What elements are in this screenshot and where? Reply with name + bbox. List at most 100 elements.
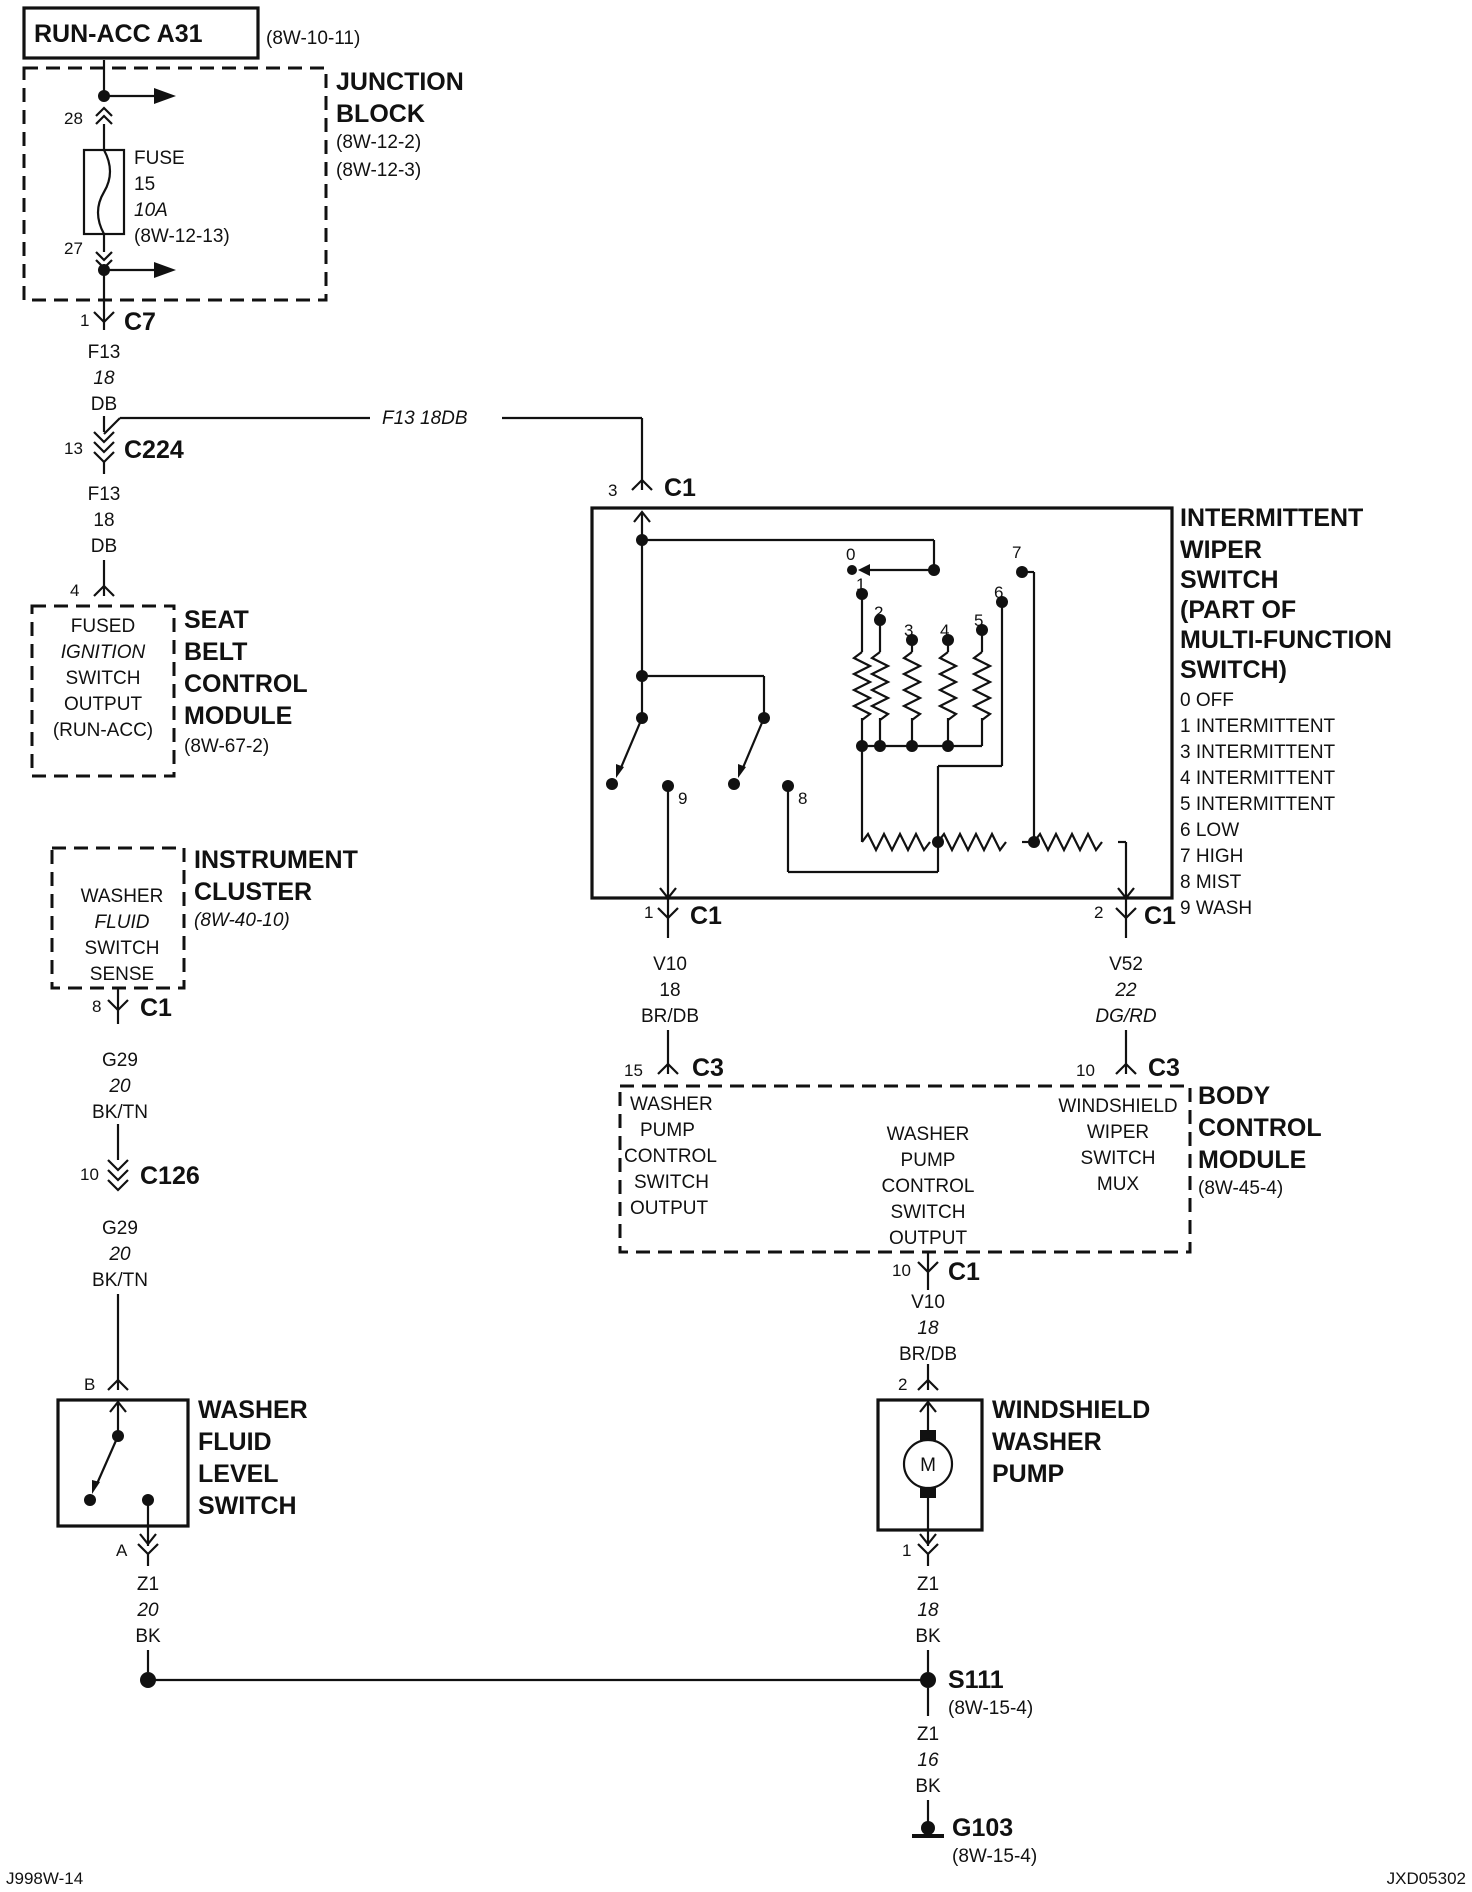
c126-pin: 10 xyxy=(80,1165,99,1184)
contact-label-7: 7 xyxy=(1012,543,1021,562)
wire-v10-a-code: V10 xyxy=(653,954,687,975)
fluid-switch-name-2: FLUID xyxy=(198,1428,272,1456)
c224-name: C224 xyxy=(124,436,184,464)
g103-ref: (8W-15-4) xyxy=(952,1846,1037,1867)
resistor-2-icon xyxy=(869,651,891,721)
wiper-c1-top-icon xyxy=(631,478,653,491)
wiper-mist-contact-icon xyxy=(740,717,766,771)
fuse-label: FUSE xyxy=(134,148,185,169)
wire-f13-b-gauge: 18 xyxy=(93,510,114,531)
position-4: 4 INTERMITTENT xyxy=(1180,768,1336,789)
instrument-cluster-name-1: INSTRUMENT xyxy=(194,846,358,874)
seat-belt-module-outline xyxy=(30,604,176,778)
contact-label-8: 8 xyxy=(798,789,807,808)
bcm-right-inner-2: WIPER xyxy=(1087,1122,1149,1143)
seat-belt-pin-icon xyxy=(93,584,115,597)
contact-label-2: 2 xyxy=(874,603,883,622)
wire-v10-b-color: BR/DB xyxy=(899,1344,957,1365)
wire-z1-right-code: Z1 xyxy=(917,1574,939,1595)
cluster-inner-2: FLUID xyxy=(95,912,150,933)
bcm-left-inner-5: OUTPUT xyxy=(630,1198,709,1219)
wire-z1-ground-gauge: 16 xyxy=(917,1750,939,1771)
wire-f13-a: F13 18 DB xyxy=(88,342,121,432)
footer-right-code: JXD05302 xyxy=(1387,1869,1466,1888)
cluster-inner-3: SWITCH xyxy=(85,938,160,959)
run-acc-title: RUN-ACC A31 xyxy=(34,20,203,48)
wiper-c1-right-icon xyxy=(1115,907,1137,920)
wire-f13-b: F13 18 DB xyxy=(88,462,120,596)
c224-pin: 13 xyxy=(64,439,83,458)
instrument-cluster-ref: (8W-40-10) xyxy=(194,910,290,931)
resistor-6-icon xyxy=(861,831,931,853)
run-acc-a31: RUN-ACC A31 (8W-10-11) xyxy=(22,6,360,60)
bcm-center-inner-5: OUTPUT xyxy=(889,1228,968,1249)
footer-left-code: J998W-14 xyxy=(6,1869,83,1888)
s111-name: S111 xyxy=(948,1666,1004,1694)
wire-z1-right-color: BK xyxy=(915,1626,941,1647)
intermittent-wiper-switch: 3 C1 xyxy=(590,474,1392,938)
fluid-switch-box xyxy=(56,1398,190,1528)
wiper-c1-right-name: C1 xyxy=(1144,902,1176,930)
resistor-4-icon xyxy=(937,651,959,721)
wire-z1-ground: Z1 16 BK xyxy=(915,1724,941,1822)
seat-belt-inner-2: IGNITION xyxy=(61,642,146,663)
bcm-left-inner-2: PUMP xyxy=(640,1120,695,1141)
seat-belt-name-3: CONTROL xyxy=(184,670,308,698)
c126-name: C126 xyxy=(140,1162,200,1190)
bcm-c3-right-icon xyxy=(1115,1062,1137,1075)
junction-pin-28: 28 xyxy=(64,109,83,128)
wire-z1-right-gauge: 18 xyxy=(917,1600,939,1621)
wiper-switch-name-3: SWITCH xyxy=(1180,566,1279,594)
wire-v10-b: V10 18 BR/DB xyxy=(899,1292,957,1390)
wire-g29-b-code: G29 xyxy=(102,1218,138,1239)
run-acc-ref: (8W-10-11) xyxy=(266,28,360,49)
pump-name-3: PUMP xyxy=(992,1460,1064,1488)
fluid-switch-pin-b-icon xyxy=(107,1378,129,1391)
contact-label-6: 6 xyxy=(994,583,1003,602)
wire-g29-a-color: BK/TN xyxy=(92,1102,148,1123)
c7-connector-icon xyxy=(93,311,115,324)
cluster-inner-4: SENSE xyxy=(90,964,154,985)
cluster-c1-icon xyxy=(107,999,129,1012)
position-0: 0 OFF xyxy=(1180,690,1234,711)
wiper-c1-right-pin: 2 xyxy=(1094,903,1103,922)
wire-v52-code: V52 xyxy=(1109,954,1143,975)
junction-block-ref-1: (8W-12-2) xyxy=(336,132,421,153)
wire-v10-a-gauge: 18 xyxy=(659,980,680,1001)
wire-g29-a-code: G29 xyxy=(102,1050,138,1071)
s111-ref: (8W-15-4) xyxy=(948,1698,1033,1719)
wire-v10-b-gauge: 18 xyxy=(917,1318,939,1339)
contact-label-3: 3 xyxy=(904,621,913,640)
bcm-c3-left-icon xyxy=(657,1062,679,1075)
instrument-cluster-name-2: CLUSTER xyxy=(194,878,312,906)
bcm-center-inner-2: PUMP xyxy=(901,1150,956,1171)
wire-f13-a-code: F13 xyxy=(88,342,121,363)
bcm-center-inner-1: WASHER xyxy=(887,1124,970,1145)
wiper-c1-top-pin: 3 xyxy=(608,481,617,500)
wire-g29-b-color: BK/TN xyxy=(92,1270,148,1291)
wire-z1-left-code: Z1 xyxy=(137,1574,159,1595)
fuse-ref: (8W-12-13) xyxy=(134,226,230,247)
body-control-module: 15 C3 10 C3 WASHER PUMP CONTROL SWITCH O… xyxy=(618,1054,1322,1290)
wiper-c1-left-name: C1 xyxy=(690,902,722,930)
wire-z1-ground-color: BK xyxy=(915,1776,941,1797)
run-acc-box xyxy=(22,6,260,60)
bcm-center-inner-3: CONTROL xyxy=(882,1176,975,1197)
position-7: 7 HIGH xyxy=(1180,846,1243,867)
seat-belt-inner-4: OUTPUT xyxy=(64,694,143,715)
bcm-left-inner-1: WASHER xyxy=(630,1094,713,1115)
junction-top-arrow-icon xyxy=(154,88,176,104)
seat-belt-ref: (8W-67-2) xyxy=(184,736,269,757)
seat-belt-inner-3: SWITCH xyxy=(66,668,141,689)
junction-pin-27: 27 xyxy=(64,239,83,258)
pump-pin-1: 1 xyxy=(902,1541,911,1560)
c224-connector: 13 C224 F13 18DB xyxy=(64,408,644,490)
bcm-name-3: MODULE xyxy=(1198,1146,1306,1174)
bcm-c3-left-pin: 15 xyxy=(624,1061,643,1080)
resistor-8-icon xyxy=(1033,831,1103,853)
fluid-switch-pin-b: B xyxy=(84,1375,95,1394)
wire-v52-color: DG/RD xyxy=(1095,1006,1157,1027)
g103-ground: G103 (8W-15-4) xyxy=(912,1814,1037,1867)
position-9: 9 WASH xyxy=(1180,898,1252,919)
instrument-cluster: INSTRUMENT CLUSTER (8W-40-10) WASHER FLU… xyxy=(50,846,358,1024)
